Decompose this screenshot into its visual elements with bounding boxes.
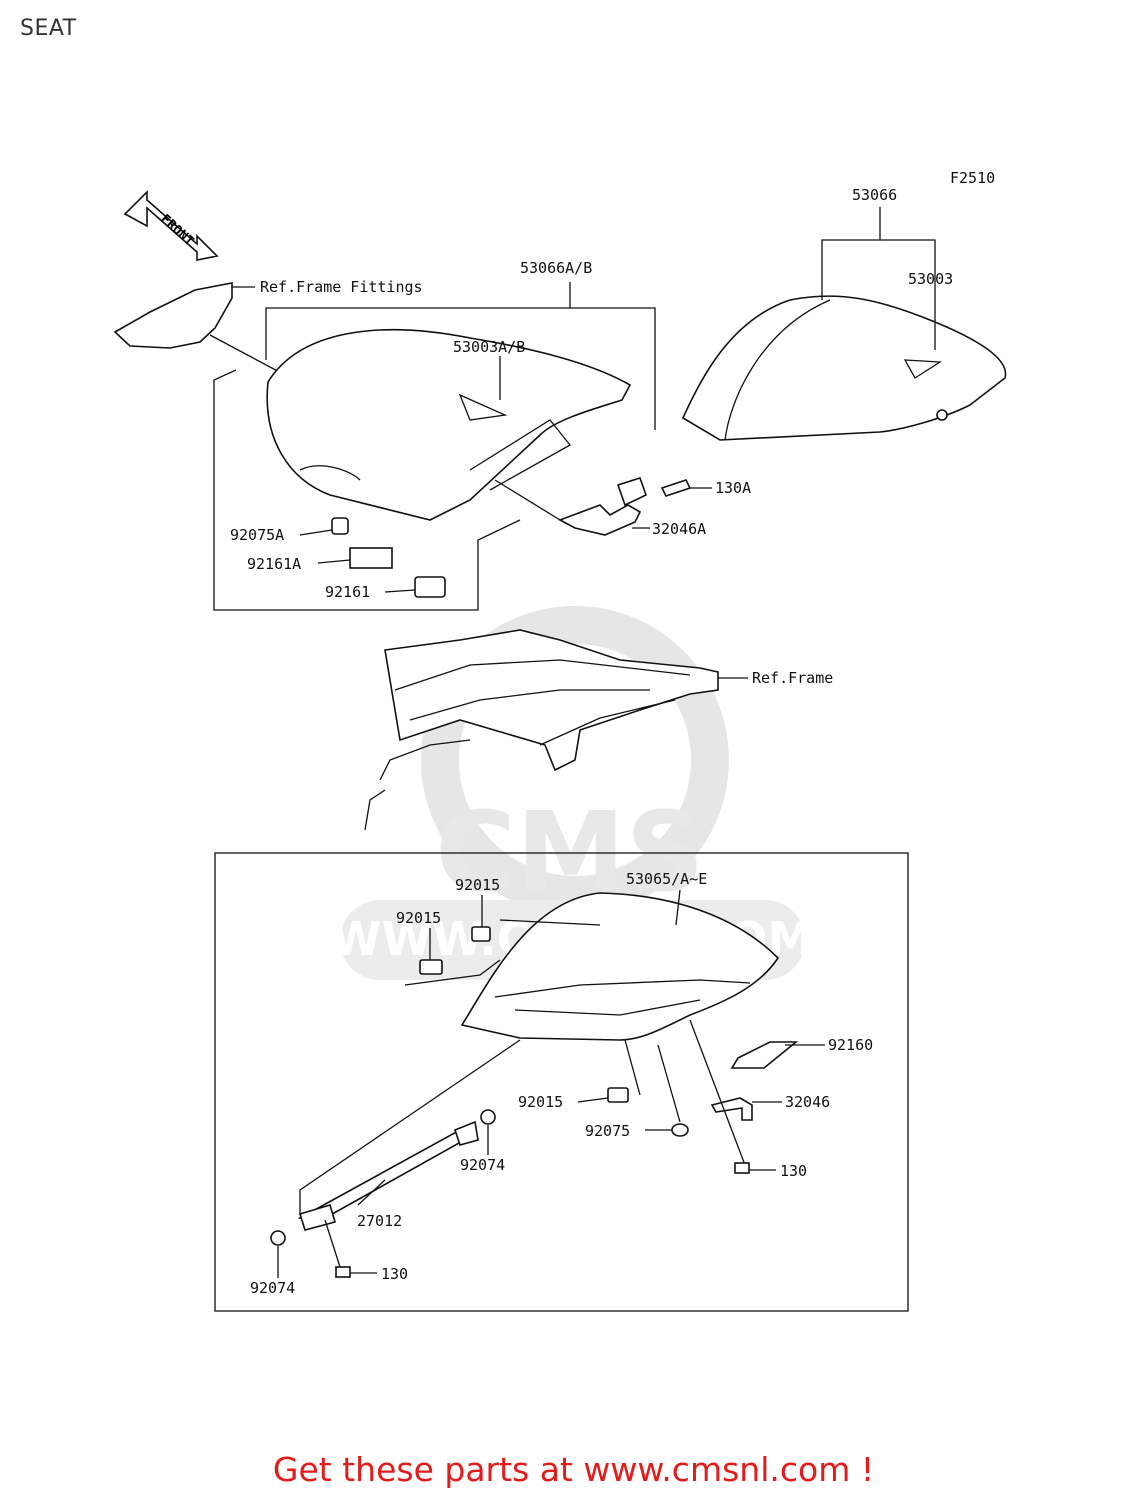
seat-bracket-27012 xyxy=(297,1120,479,1231)
damper-92075 xyxy=(671,1123,689,1137)
label-130a: 130A xyxy=(715,479,751,497)
label-32046a: 32046A xyxy=(652,520,706,538)
label-92074-b: 92074 xyxy=(250,1279,295,1297)
parts-diagram: CMS WWW.CMSNL.COM FRONT F2510 Ref.Frame … xyxy=(113,169,1007,1312)
rear-frame xyxy=(364,629,719,831)
label-92160: 92160 xyxy=(828,1036,873,1054)
single-seat-cover xyxy=(460,892,780,1041)
label-92161: 92161 xyxy=(325,583,370,601)
label-130-b: 130 xyxy=(381,1265,408,1283)
single-seat-cover-box xyxy=(214,852,909,1312)
label-ref-frame-fittings: Ref.Frame Fittings xyxy=(260,278,423,296)
cap-92074-b xyxy=(270,1230,286,1246)
label-92075a: 92075A xyxy=(230,526,284,544)
grommet-92015-c xyxy=(607,1087,629,1103)
damper-92075a xyxy=(331,517,349,535)
bolt-130-b xyxy=(324,1219,377,1278)
label-92074-a: 92074 xyxy=(460,1156,505,1174)
footer-promo-link[interactable]: Get these parts at www.cmsnl.com ! xyxy=(272,1450,875,1489)
stay-32046 xyxy=(710,1097,753,1121)
label-92015-c: 92015 xyxy=(518,1093,563,1111)
label-92161a: 92161A xyxy=(247,555,301,573)
figure-code: F2510 xyxy=(950,169,995,187)
damper-92161 xyxy=(414,576,446,598)
page-title: SEAT xyxy=(20,16,77,41)
grommet-92015-a xyxy=(471,926,491,942)
label-53066ab: 53066A/B xyxy=(520,259,592,277)
label-92015-b: 92015 xyxy=(396,909,441,927)
bolt-130-a xyxy=(734,1162,776,1174)
label-ref-frame: Ref.Frame xyxy=(752,669,833,687)
pad-92160 xyxy=(730,1041,799,1069)
front-seat xyxy=(266,328,632,521)
label-27012: 27012 xyxy=(357,1212,402,1230)
seat-lock-hook xyxy=(558,477,692,536)
label-32046: 32046 xyxy=(785,1093,830,1111)
label-92075: 92075 xyxy=(585,1122,630,1140)
label-53065: 53065/A~E xyxy=(626,870,707,888)
cap-92074-a xyxy=(480,1109,496,1125)
front-label: FRONT xyxy=(157,212,196,249)
pad-92161a xyxy=(349,547,393,569)
grommet-92015-b xyxy=(419,959,443,975)
label-53003: 53003 xyxy=(908,270,953,288)
label-92015-a: 92015 xyxy=(455,876,500,894)
watermark-brand: CMS xyxy=(435,788,704,916)
front-arrow-icon: FRONT xyxy=(123,190,219,261)
label-130-a: 130 xyxy=(780,1162,807,1180)
label-53066: 53066 xyxy=(852,186,897,204)
frame-fitting-bracket xyxy=(113,282,286,376)
rear-seat-cowl xyxy=(681,295,1007,441)
label-53003ab: 53003A/B xyxy=(453,338,525,356)
